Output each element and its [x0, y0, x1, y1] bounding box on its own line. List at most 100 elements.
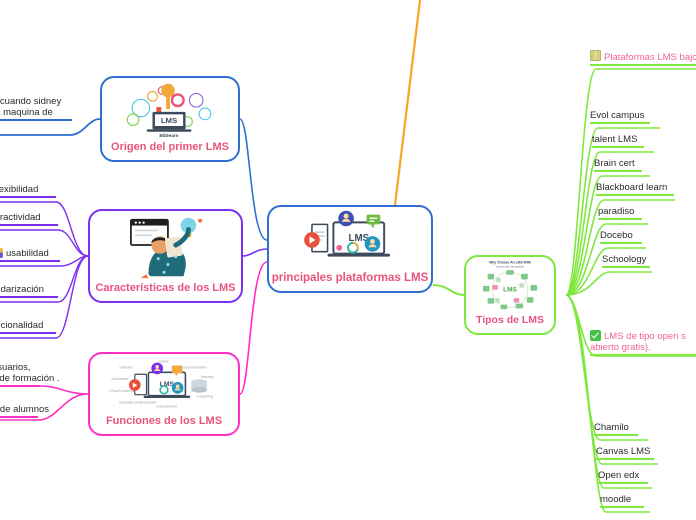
leaf-plataforma-brain-cert[interactable]: Brain cert — [594, 158, 642, 174]
link-center-tipos — [432, 284, 465, 296]
tipos-node-caption: Tipos de LMS — [475, 314, 545, 326]
link-carac-leaf-3 — [57, 255, 89, 303]
leaf-plataforma-canvas-lms[interactable]: Canvas LMS — [596, 446, 654, 462]
link-center-caracteristicas — [242, 248, 268, 257]
leaf-plataforma-paradiso-underline — [598, 218, 642, 220]
link-carac-leaf-4 — [55, 255, 89, 339]
leaf-funciones-0-line2: s de formación . — [0, 373, 60, 384]
group-header-plataformas-bajo[interactable]: Plataformas LMS bajo — [590, 50, 696, 68]
leaf-plataforma-schoology-underline — [602, 266, 650, 268]
link-carac-leaf-1 — [57, 229, 89, 257]
caracteristicas-node-caption: Características de los LMS — [95, 282, 236, 294]
leaf-plataforma-schoology[interactable]: Schoology — [602, 254, 650, 270]
leaf-caracteristicas-4-underline — [0, 332, 56, 334]
tipos-image-heading: Why Choose An LMS With — [489, 261, 531, 265]
node-tipos-de-lms[interactable]: Why Choose An LMS With eLearning Integra… — [464, 255, 556, 335]
link-func-leaf-0 — [39, 385, 89, 395]
leaf-caracteristicas-0[interactable]: flexibilidad — [0, 184, 56, 200]
leaf-funciones-0[interactable]: usuarios, s de formación . — [0, 362, 60, 389]
svg-text:software: software — [119, 365, 132, 369]
leaf-plataforma-talent-lms-label: talent LMS — [592, 134, 638, 145]
svg-text:e-learning: e-learning — [197, 395, 213, 399]
leaf-plataforma-chamilo[interactable]: Chamilo — [594, 422, 638, 438]
svg-text:LMS: LMS — [160, 381, 175, 388]
funciones-node-artwork: course software documentation conference… — [90, 354, 238, 414]
leaf-plataforma-talent-lms-underline — [592, 146, 644, 148]
leaf-funciones-0-underline — [0, 385, 40, 387]
leaf-funciones-1-underline — [0, 416, 38, 418]
group-header-plataformas-bajo-underline — [590, 64, 696, 66]
node-funciones-de-los-lms[interactable]: course software documentation conference… — [88, 352, 240, 436]
svg-text:learning: learning — [201, 375, 214, 379]
svg-text:LMS: LMS — [348, 233, 369, 244]
leaf-plataforma-schoology-label: Schoology — [602, 254, 647, 265]
svg-text:eTeach systems: eTeach systems — [109, 389, 134, 393]
svg-text:course: course — [158, 360, 169, 364]
group-header-lms-open-source-line1: LMS de tipo open s — [604, 331, 686, 342]
leaf-origen-0-underline — [0, 119, 72, 121]
leaf-plataforma-canvas-lms-underline — [596, 458, 654, 460]
leaf-caracteristicas-1-underline — [0, 224, 58, 226]
link-center-origen — [239, 118, 268, 241]
svg-text:conference: conference — [111, 377, 128, 381]
node-principales-plataformas-lms[interactable]: LMS principal — [267, 205, 433, 293]
link-origen-leaf-0 — [69, 118, 101, 136]
center-node-artwork: LMS — [269, 207, 431, 271]
leaf-plataforma-blackboard-learn[interactable]: Blackboard learn — [596, 182, 674, 198]
leaf-caracteristicas-3-underline — [0, 296, 58, 298]
leaf-caracteristicas-1[interactable]: teractividad — [0, 212, 58, 228]
svg-text:education professionals: education professionals — [119, 400, 156, 404]
leaf-caracteristicas-2[interactable]: usabilidad — [0, 248, 60, 264]
leaf-caracteristicas-3[interactable]: andarización — [0, 284, 58, 300]
leaf-plataforma-blackboard-learn-label: Blackboard learn — [596, 182, 668, 193]
leaf-origen-0-line2: ra maquina de — [0, 107, 53, 118]
leaf-plataforma-brain-cert-label: Brain cert — [594, 158, 635, 169]
caracteristicas-node-artwork — [90, 211, 241, 281]
leaf-plataforma-paradiso[interactable]: paradiso — [598, 206, 642, 222]
film-badge-icon — [590, 50, 601, 61]
leaf-plataforma-evol-campus[interactable]: Evol campus — [590, 110, 650, 126]
node-origen-del-primer-lms[interactable]: LMS Biblearn Origen del primer LMS — [100, 76, 240, 162]
svg-text:LMS: LMS — [161, 116, 177, 125]
leaf-plataforma-docebo-underline — [600, 242, 642, 244]
group-header-lms-open-source[interactable]: LMS de tipo open s abierto gratis). — [590, 330, 696, 358]
leaf-plataforma-chamilo-underline — [594, 434, 638, 436]
svg-text:LMS: LMS — [503, 287, 517, 294]
leaf-plataforma-moodle-underline — [600, 506, 644, 508]
leaf-plataforma-open-edx-underline — [598, 482, 648, 484]
leaf-caracteristicas-2-label: usabilidad — [6, 248, 49, 259]
leaf-plataforma-moodle[interactable]: moodle — [600, 494, 644, 510]
leaf-caracteristicas-2-underline — [0, 260, 60, 262]
leaf-funciones-1[interactable]: n de alumnos — [0, 404, 49, 420]
link-carac-leaf-2 — [59, 255, 89, 267]
group-header-lms-open-source-line2: abierto gratis). — [590, 342, 651, 353]
leaf-caracteristicas-4[interactable]: uncionalidad — [0, 320, 56, 336]
node-caracteristicas-de-los-lms[interactable]: Características de los LMS — [88, 209, 243, 303]
leaf-caracteristicas-4-label: uncionalidad — [0, 320, 44, 331]
leaf-plataforma-blackboard-learn-underline — [596, 194, 674, 196]
origen-node-artwork: LMS Biblearn — [102, 78, 238, 140]
leaf-caracteristicas-0-label: flexibilidad — [0, 184, 39, 195]
leaf-plataforma-docebo[interactable]: Docebo — [600, 230, 642, 246]
leaf-caracteristicas-1-label: teractividad — [0, 212, 41, 223]
group-header-plataformas-bajo-label: Plataformas LMS bajo — [604, 52, 696, 63]
leaf-funciones-0-line1: usuarios, — [0, 362, 31, 373]
leaf-origen-0-line1: 4 cuando sidney — [0, 96, 62, 107]
origen-node-caption: Origen del primer LMS — [111, 141, 229, 153]
leaf-plataforma-docebo-label: Docebo — [600, 230, 633, 241]
leaf-plataforma-brain-cert-underline — [594, 170, 642, 172]
person-icon — [0, 248, 3, 258]
funciones-node-caption: Funciones de los LMS — [105, 415, 223, 427]
leaf-origen-0[interactable]: 4 cuando sidney ra maquina de — [0, 96, 72, 123]
leaf-caracteristicas-0-underline — [0, 196, 56, 198]
svg-text:documentation: documentation — [183, 365, 206, 369]
tipos-node-artwork: Why Choose An LMS With eLearning Integra… — [466, 257, 554, 313]
link-orange-offscreen — [393, 0, 422, 206]
link-center-funciones — [239, 261, 268, 395]
leaf-plataforma-chamilo-label: Chamilo — [594, 422, 629, 433]
leaf-plataforma-open-edx-label: Open edx — [598, 470, 640, 481]
leaf-plataforma-open-edx[interactable]: Open edx — [598, 470, 648, 486]
leaf-plataforma-evol-campus-label: Evol campus — [590, 110, 645, 121]
leaf-plataforma-talent-lms[interactable]: talent LMS — [592, 134, 644, 150]
